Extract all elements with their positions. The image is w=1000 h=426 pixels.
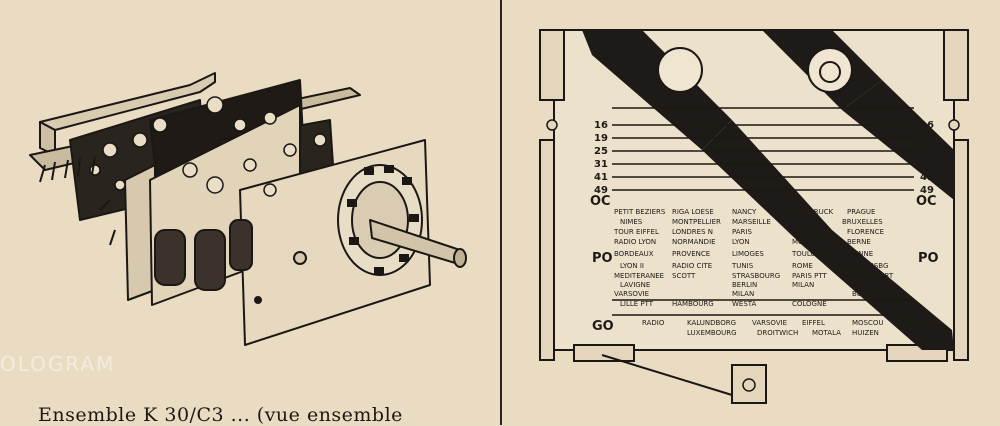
city: VARSOVIE bbox=[614, 290, 649, 298]
go-city-list: RADIO KALUNDBORG VARSOVIE EIFFEL MOSCOU … bbox=[642, 319, 884, 337]
city: BRUXELLES bbox=[842, 218, 883, 226]
city: MEDITERANEE bbox=[614, 272, 664, 280]
city: WESTA bbox=[732, 300, 757, 308]
city: WIEN bbox=[852, 281, 871, 289]
band-oc-right: OC bbox=[916, 194, 937, 209]
band-25-right: 25 bbox=[920, 146, 934, 157]
city: MILAN bbox=[732, 290, 754, 298]
city: BERLIN bbox=[732, 281, 757, 289]
band-25-left: 25 bbox=[594, 146, 608, 157]
city: MONTPELLIER bbox=[672, 218, 721, 226]
city: FLORENCE bbox=[847, 228, 884, 236]
city: LUXEMBOURG bbox=[687, 329, 737, 337]
city: MINSELLE bbox=[792, 228, 826, 236]
city: STRASBOURG bbox=[732, 272, 780, 280]
city: HAMBOURG bbox=[672, 300, 714, 308]
city: BUDAPEST bbox=[852, 290, 890, 298]
city: VIENNE bbox=[847, 250, 873, 258]
band-31-left: 31 bbox=[594, 159, 608, 170]
city: LILLE PTT bbox=[620, 300, 654, 308]
city: BORDEAUX bbox=[614, 250, 654, 258]
city: NANCY bbox=[732, 208, 757, 216]
tuning-dial-illustration: 16 19 25 31 41 49 16 19 25 31 41 49 OC O… bbox=[502, 0, 1000, 425]
city: MUNICH bbox=[792, 238, 821, 246]
city: MOSCOU bbox=[852, 319, 884, 327]
city: MOTALA bbox=[812, 329, 841, 337]
band-49-left: 49 bbox=[594, 185, 608, 196]
city: ROME bbox=[792, 262, 813, 270]
city: PRAGUE bbox=[847, 208, 875, 216]
city: TOULOUSE bbox=[791, 250, 830, 258]
band-19-right: 19 bbox=[920, 133, 934, 144]
watermark: OLOGRAM bbox=[0, 352, 116, 376]
city: INNSBRUCK bbox=[792, 208, 834, 216]
city: TUNIS bbox=[731, 262, 754, 270]
band-19-left: 19 bbox=[594, 133, 608, 144]
city: TOUR EIFFEL bbox=[613, 228, 659, 236]
po-city-list: PETIT BEZIERS RIGA LOESE NANCY INNSBRUCK… bbox=[613, 208, 894, 308]
band-16-right: 16 bbox=[920, 120, 934, 131]
city: LAVIGNE bbox=[620, 281, 650, 289]
city: RADIO CITE bbox=[672, 262, 712, 270]
city: LYON II bbox=[620, 262, 644, 270]
city: STUTTGART bbox=[852, 272, 894, 280]
city: LONDRES N bbox=[672, 228, 713, 236]
band-16-left: 16 bbox=[594, 120, 608, 131]
city: DROITWICH bbox=[757, 329, 798, 337]
city: RADIO bbox=[642, 319, 665, 327]
city: RIGA LOESE bbox=[672, 208, 714, 216]
city: PARIS bbox=[732, 228, 752, 236]
band-31-right: 31 bbox=[920, 159, 934, 170]
band-po-left: PO bbox=[592, 251, 613, 266]
city: VARSOVIE bbox=[752, 319, 787, 327]
band-go-left: GO bbox=[592, 319, 614, 334]
city: MARSEILLE bbox=[732, 218, 771, 226]
band-41-right: 41 bbox=[920, 172, 934, 183]
tuning-dial-drawing: 16 19 25 31 41 49 16 19 25 31 41 49 OC O… bbox=[539, 29, 969, 404]
panel-divider bbox=[500, 0, 502, 425]
city: NIMES bbox=[620, 218, 643, 226]
city: KOENIGSBG bbox=[847, 262, 888, 270]
city: LIMOGES bbox=[732, 250, 764, 258]
band-41-left: 41 bbox=[594, 172, 608, 183]
city: RADIO LYON bbox=[614, 238, 656, 246]
band-49-right: 49 bbox=[920, 185, 934, 196]
switch-assembly-drawing bbox=[29, 72, 467, 346]
city: HUIZEN bbox=[852, 329, 879, 337]
city: KALUNDBORG bbox=[687, 319, 736, 327]
city: PARIS PTT bbox=[792, 272, 828, 280]
city: MILAN bbox=[792, 281, 814, 289]
city: COLOGNE bbox=[792, 300, 827, 308]
city: BERNE bbox=[847, 238, 871, 246]
city: LYON bbox=[732, 238, 750, 246]
city: SCOTT bbox=[672, 272, 696, 280]
band-po-right: PO bbox=[918, 251, 939, 266]
city: PROVENCE bbox=[672, 250, 710, 258]
figure-caption: Ensemble K 30/C3 ... (vue ensemble bbox=[38, 404, 403, 426]
band-oc-left: OC bbox=[590, 194, 611, 209]
city: EIFFEL bbox=[802, 319, 825, 327]
switch-assembly-illustration: Ensemble K 30/C3 ... (vue ensemble bbox=[0, 0, 500, 426]
city: NORMANDIE bbox=[672, 238, 716, 246]
city: PETIT BEZIERS bbox=[614, 208, 666, 216]
band-go-right: GO bbox=[918, 319, 940, 334]
